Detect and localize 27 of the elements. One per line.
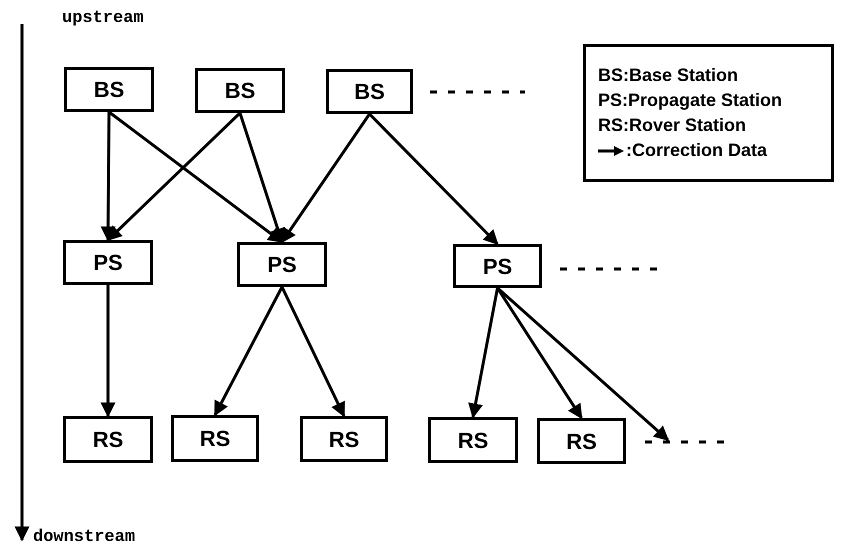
station-box: RS <box>171 415 259 462</box>
station-box: PS <box>237 242 327 287</box>
legend-text: PS:Propagate Station <box>598 89 782 112</box>
station-box: RS <box>537 418 626 464</box>
station-box: RS <box>63 416 153 463</box>
axis-label: upstream <box>62 8 144 30</box>
arrow <box>106 112 242 242</box>
station-box: BS <box>326 69 413 114</box>
legend-text: RS:Rover Station <box>598 114 746 137</box>
arrow <box>108 110 284 244</box>
axis-label: downstream <box>33 527 136 549</box>
arrow <box>100 285 116 418</box>
station-box: PS <box>453 244 542 288</box>
arrow <box>280 286 346 418</box>
arrow <box>280 113 371 244</box>
station-box: RS <box>300 416 388 462</box>
station-box: RS <box>428 417 518 463</box>
station-box: BS <box>64 67 154 112</box>
arrow <box>496 286 670 442</box>
station-box: BS <box>195 68 285 113</box>
arrow <box>214 286 284 416</box>
arrow <box>368 112 499 246</box>
arrow <box>100 112 116 242</box>
station-box: PS <box>63 240 153 285</box>
legend-text: BS:Base Station <box>598 64 738 87</box>
legend-text: :Correction Data <box>626 139 768 162</box>
arrow <box>468 288 499 418</box>
